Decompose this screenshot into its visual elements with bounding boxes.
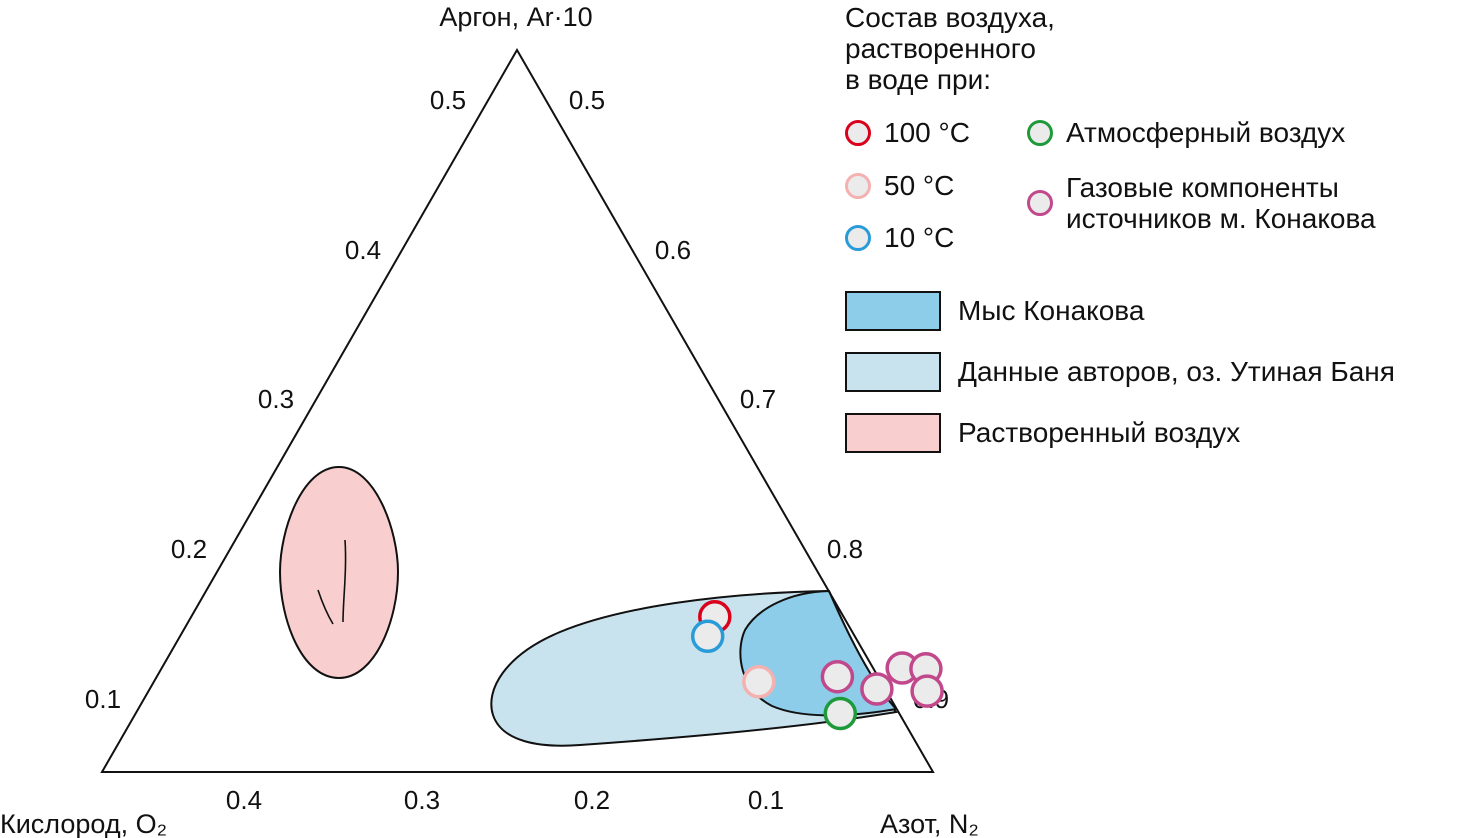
right-axis-tick: 0.5	[569, 85, 605, 115]
right-axis-tick: 0.6	[655, 235, 691, 265]
top-axis-tick: 0.1	[85, 684, 121, 714]
point-sources	[860, 672, 894, 706]
legend-swatch-dissolved	[845, 413, 941, 453]
legend-item-cape: Мыс Конакова	[845, 291, 1144, 331]
right-axis-tick: 0.8	[827, 534, 863, 564]
legend-label-atmosphere: Атмосферный воздух	[1066, 117, 1346, 148]
bottom-axis-tick: 0.1	[748, 785, 784, 815]
legend-marker-50c	[845, 172, 871, 199]
legend-label-50c: 50 °C	[884, 170, 955, 201]
point-sources	[820, 659, 855, 694]
bottom-axis-label: Кислород, O₂	[0, 809, 167, 838]
legend-item-sources: Газовые компоненты источников м. Конаков…	[1027, 172, 1376, 234]
cape-konakov-region	[739, 589, 898, 717]
legend-label-100c: 100 °C	[884, 117, 970, 148]
right-axis-label: Азот, N₂	[880, 809, 979, 838]
dissolved-air-link-10-50	[317, 589, 334, 625]
legend-marker-atmosphere	[1027, 119, 1053, 146]
bottom-axis-tick: 0.2	[574, 785, 610, 815]
legend-marker-100c	[845, 119, 871, 146]
legend-label-10c: 10 °C	[884, 222, 955, 253]
legend-item-10c: 10 °C	[845, 222, 954, 253]
top-axis-tick: 0.2	[171, 534, 207, 564]
legend-label-authors: Данные авторов, оз. Утиная Баня	[958, 356, 1395, 387]
right-axis-tick: 0.7	[740, 384, 776, 414]
legend-label-sources: Газовые компоненты источников м. Конаков…	[1066, 172, 1376, 234]
top-axis-tick: 0.3	[258, 384, 294, 414]
legend-item-dissolved: Растворенный воздух	[845, 413, 1240, 453]
bottom-axis-tick: 0.3	[404, 785, 440, 815]
legend: Состав воздуха, растворенного в воде при…	[845, 0, 1478, 470]
legend-item-authors: Данные авторов, оз. Утиная Баня	[845, 352, 1395, 392]
point-sources	[910, 674, 944, 708]
point-atmosphere	[823, 696, 858, 731]
legend-item-atmosphere: Атмосферный воздух	[1027, 117, 1345, 148]
legend-item-100c: 100 °C	[845, 117, 970, 148]
data-points	[690, 600, 944, 731]
legend-label-dissolved: Растворенный воздух	[958, 417, 1241, 448]
dissolved-air-region	[278, 465, 400, 680]
point-boil-10	[690, 619, 725, 654]
legend-title: Состав воздуха, растворенного в воде при…	[845, 2, 1055, 95]
top-axis-tick: 0.5	[430, 85, 466, 115]
top-axis-label: Аргон, Ar·10	[439, 2, 592, 32]
ternary-triangle	[100, 47, 935, 773]
legend-swatch-cape	[845, 291, 941, 331]
top-axis-tick: 0.4	[345, 235, 381, 265]
legend-item-50c: 50 °C	[845, 170, 954, 201]
point-boil-50	[742, 665, 776, 699]
legend-label-cape: Мыс Конакова	[958, 295, 1145, 326]
legend-marker-sources	[1027, 190, 1053, 216]
bottom-axis-tick: 0.4	[226, 785, 262, 815]
legend-swatch-authors	[845, 352, 941, 392]
legend-marker-10c	[845, 224, 871, 251]
dissolved-air-link-100-50	[342, 539, 347, 623]
